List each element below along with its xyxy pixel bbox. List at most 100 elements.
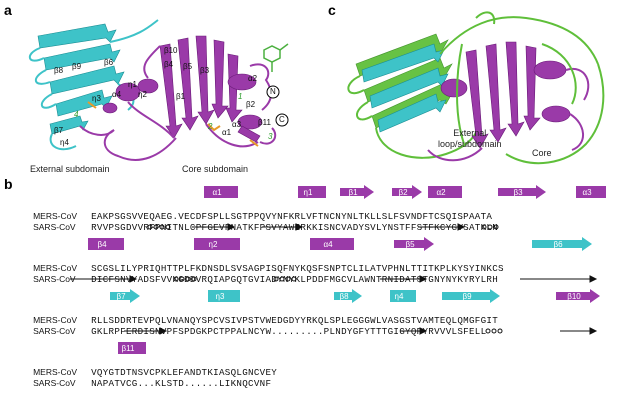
ss-label-3-2: β8: [339, 292, 349, 301]
ss-element-1-1: [298, 186, 326, 198]
arrow-track-1: [147, 223, 499, 231]
core-subdomain-label: Core subdomain: [182, 164, 249, 174]
n-terminus-marker: [266, 85, 280, 99]
ss-label-3-3: η4: [395, 292, 404, 301]
core-label: Core: [532, 148, 552, 158]
label-b6: β6: [104, 58, 114, 67]
mers-name-4: MERS-CoV: [33, 367, 78, 377]
label-b10: β10: [164, 46, 178, 55]
disulfide-number-4: 4: [74, 110, 79, 119]
c-terminus-marker: [275, 113, 289, 127]
label-b2: β2: [246, 100, 256, 109]
ss-label-1-6: α3: [582, 188, 592, 197]
ss-element-3-4: [442, 289, 500, 303]
mers-seq-line-1: MERS-CoV EAKPSGSVVEQAEG.VECDFSPLLSGTPPQVY…: [0, 200, 492, 222]
panel-b-letter: b: [4, 176, 13, 192]
sars-name-1: SARS-CoV: [33, 222, 76, 232]
sars-seq-2: DICFSNVYADSFVVKGDDVRQIAPGQTGVIADYNYKLPDD…: [91, 274, 499, 285]
label-b1: β1: [176, 92, 186, 101]
label-alpha1: α1: [222, 128, 232, 137]
ss-element-1-4: [428, 186, 462, 198]
mers-seq-1: EAKPSGSVVEQAEG.VECDFSPLLSGTPPQVYNFKRLVFT…: [91, 211, 493, 222]
ss-element-3-2: [334, 289, 362, 303]
mers-seq-3: RLLSDDRTEVPQLVNANQYSPCVSIVPSTVWEDGDYYRKQ…: [91, 315, 499, 326]
label-b9: β9: [72, 62, 82, 71]
ss-element-2-4: [532, 237, 592, 251]
sars-seq-line-2: SARS-CoV DICFSNVYADSFVVKGDDVRQIAPGQTGVIAD…: [0, 263, 498, 285]
label-b7: β7: [54, 126, 64, 135]
ss-track-4: β11: [118, 342, 146, 354]
label-alpha3: α3: [232, 120, 242, 129]
arrow-track-3: [124, 327, 598, 335]
sars-seq-4: NAPATVCG...KLSTD......LIKNQCVNF: [91, 378, 272, 389]
external-loop-subdomain-label: External loop/subdomain: [438, 128, 502, 149]
ss-label-2-3: β5: [405, 240, 415, 249]
mers-name-1: MERS-CoV: [33, 211, 78, 221]
disulfide-number-2: 2: [208, 122, 213, 131]
label-b4: β4: [164, 60, 174, 69]
label-b3: β3: [200, 66, 210, 75]
glycan-sticks: [263, 43, 289, 72]
label-eta2: η2: [138, 90, 147, 99]
label-b8: β8: [54, 66, 64, 75]
label-alpha2: α2: [248, 74, 258, 83]
panel-c-structure: [347, 11, 605, 165]
ss-label-1-4: α2: [436, 188, 446, 197]
ss-element-1-6: [576, 186, 606, 198]
ss-element-2-2: [310, 238, 354, 250]
ss-element-2-1: [194, 238, 240, 250]
label-eta3: η3: [92, 94, 101, 103]
mers-seq-line-3: MERS-CoV RLLSDDRTEVPQLVNANQYSPCVSIVPSTVWE…: [0, 304, 498, 326]
label-c-terminus: C: [279, 115, 285, 124]
ss-label-1-0: α1: [212, 188, 222, 197]
external-subdomain-ribbon: [37, 23, 125, 135]
mers-name-2: MERS-CoV: [33, 263, 78, 273]
sars-name-2: SARS-CoV: [33, 274, 76, 284]
ss-label-1-5: β3: [513, 188, 523, 197]
label-b11: β11: [258, 118, 271, 127]
core-subdomain-ribbon: [102, 35, 263, 143]
ss-element-1-0: [204, 186, 238, 198]
disulfide-number-1: 1: [238, 92, 243, 101]
label-alpha4: α4: [112, 90, 122, 99]
ss-shapes-4: β11: [118, 342, 146, 354]
external-subdomain-label: External subdomain: [30, 164, 110, 174]
ss-element-3-3: [390, 290, 416, 302]
mers-name-3: MERS-CoV: [33, 315, 78, 325]
ss-label-1-1: η1: [304, 188, 313, 197]
label-b5: β5: [183, 62, 193, 71]
ss-element-4-0: [118, 342, 146, 354]
ss-element-3-5: [556, 289, 600, 303]
sars-name-4: SARS-CoV: [33, 378, 76, 388]
ss-element-3-0: [110, 289, 140, 303]
label-eta4: η4: [60, 138, 69, 147]
label-eta1: η1: [128, 80, 137, 89]
ss-label-3-4: β9: [462, 292, 472, 301]
panel-c-letter: c: [328, 2, 336, 18]
ss-label-2-4: β6: [553, 240, 563, 249]
sars-seq-3: GKLRPFERDISNVPFSPDGKPCTPPALNCYW.........…: [91, 326, 487, 337]
ss-label-2-2: α4: [323, 240, 333, 249]
ss-element-1-3: [392, 185, 422, 199]
ss-element-2-0: [88, 238, 124, 250]
ss-label-3-1: η3: [216, 292, 225, 301]
ss-element-3-1: [208, 290, 240, 302]
disulfide-sticks: [87, 101, 259, 147]
ss-element-1-2: [340, 185, 374, 199]
sars-seq-line-4: SARS-CoV NAPATVCG...KLSTD......LIKNQCVNF: [0, 367, 271, 389]
ss-label-3-5: β10: [567, 292, 581, 301]
panel-a-structure: [29, 19, 289, 161]
